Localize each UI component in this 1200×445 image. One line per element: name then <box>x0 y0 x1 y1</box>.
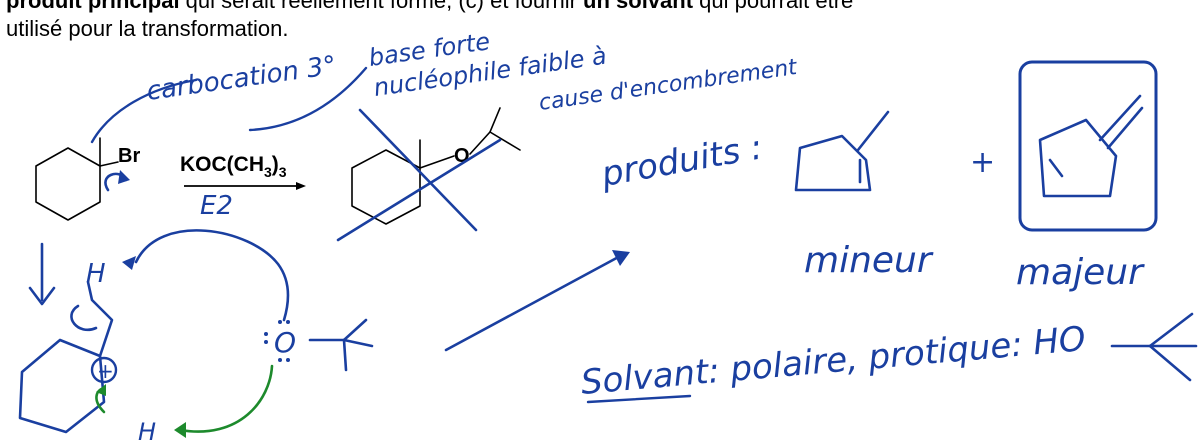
reagent-label: KOC(CH3)3 <box>180 153 287 180</box>
hydrogen-top: H <box>86 259 106 289</box>
solvent-label: Solvant: polaire, protique: HO <box>579 319 1087 403</box>
base-pointer <box>248 66 368 132</box>
wrong-product <box>351 107 521 225</box>
bold-main-product: produit principal <box>6 0 180 13</box>
major-product <box>1038 94 1144 198</box>
solvent-underline <box>586 394 692 404</box>
problem-text-line-1: produit principal qui serait réellement … <box>6 0 853 14</box>
cross-out-line-2 <box>358 108 478 232</box>
plus-sign: + <box>970 145 995 180</box>
base-attack-arrow <box>134 229 290 322</box>
bold-solvent: un solvant <box>583 0 694 13</box>
minor-label: mineur <box>804 240 934 281</box>
leaving-arrowhead <box>118 170 130 184</box>
positive-charge-circle <box>90 356 118 384</box>
tert-butyl-group <box>308 318 374 372</box>
hydrogen-bottom: H <box>138 418 156 445</box>
text-mid: qui serait réellement formé, (c) et four… <box>179 0 584 13</box>
cross-out-line-1 <box>336 138 502 242</box>
carbocation-note: carbocation 3° <box>145 51 338 107</box>
carbocation-ring <box>18 280 114 434</box>
products-label: produits : <box>598 127 766 195</box>
reactant-molecule <box>35 137 119 221</box>
major-label: majeur <box>1016 252 1145 293</box>
carbocation-pointer <box>90 78 198 144</box>
cyclohexane-ring <box>35 147 101 221</box>
minor-product <box>794 110 890 192</box>
positive-charge-label: + <box>97 359 114 383</box>
to-products-arrow <box>444 252 626 352</box>
elimination-arrow <box>70 304 98 331</box>
major-product-box <box>1018 60 1158 232</box>
alkoxide-oxygen: O <box>274 326 296 359</box>
reaction-arrowhead <box>296 182 306 190</box>
solvent-tert-butyl <box>1110 312 1198 382</box>
bromine-label: Br <box>118 145 140 167</box>
e2-label: E2 <box>200 191 233 221</box>
green-attack-arrow <box>178 364 274 433</box>
h-top-arrowhead <box>122 256 136 270</box>
text-suffix: qui pourrait être <box>693 0 854 13</box>
problem-text-line-2: utilisé pour la transformation. <box>6 16 289 41</box>
br-bond <box>99 161 119 167</box>
down-arrow-head <box>28 286 56 306</box>
green-arrowhead <box>174 422 186 438</box>
